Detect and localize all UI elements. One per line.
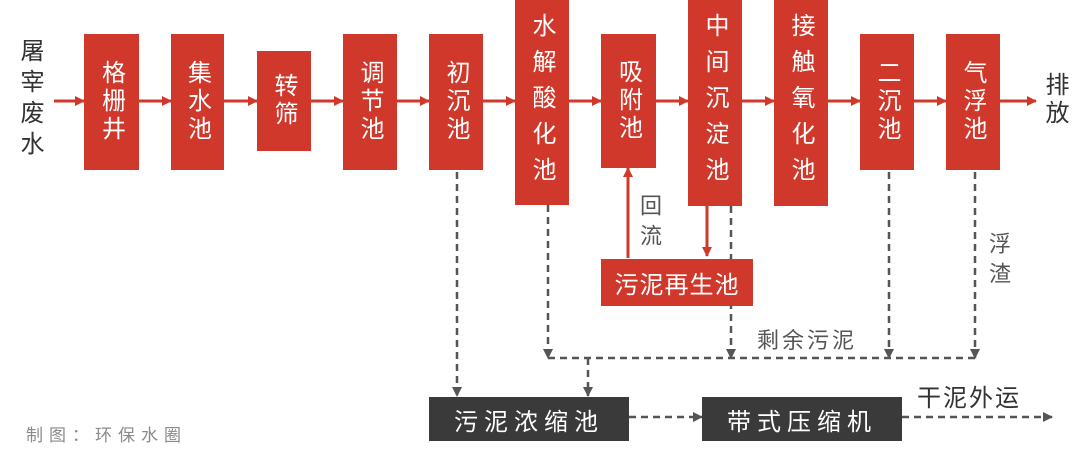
scum-label: 浮渣 xyxy=(985,232,1010,292)
dry-sludge-label: 干泥外运 xyxy=(917,384,1021,412)
reflux-label: 回流 xyxy=(636,194,661,254)
grille-well: 格栅井 xyxy=(84,34,139,170)
intermediate-settling-tank: 中间沉淀池 xyxy=(688,0,742,206)
equalization-tank: 调节池 xyxy=(343,34,397,170)
adsorption-tank: 吸附池 xyxy=(601,34,656,168)
hydrolysis-acidification-tank: 水解酸化池 xyxy=(515,0,569,205)
excess-sludge-label: 剩余污泥 xyxy=(757,329,858,354)
belt-press: 带式压缩机 xyxy=(702,397,902,441)
sludge-thickener: 污泥浓缩池 xyxy=(429,397,629,441)
sludge-regeneration-tank: 污泥再生池 xyxy=(601,259,753,306)
credit-text: 制图：环保水圈 xyxy=(26,426,187,446)
source-label: 屠宰废水 xyxy=(16,38,44,162)
secondary-clarifier: 二沉池 xyxy=(860,34,914,170)
primary-clarifier: 初沉池 xyxy=(429,34,483,170)
rotary-screen: 转筛 xyxy=(257,51,311,151)
discharge-label: 排放 xyxy=(1041,72,1069,128)
contact-oxidation-tank: 接触氧化池 xyxy=(774,0,828,206)
flotation-tank: 气浮池 xyxy=(946,34,1000,170)
collection-tank: 集水池 xyxy=(171,34,224,170)
